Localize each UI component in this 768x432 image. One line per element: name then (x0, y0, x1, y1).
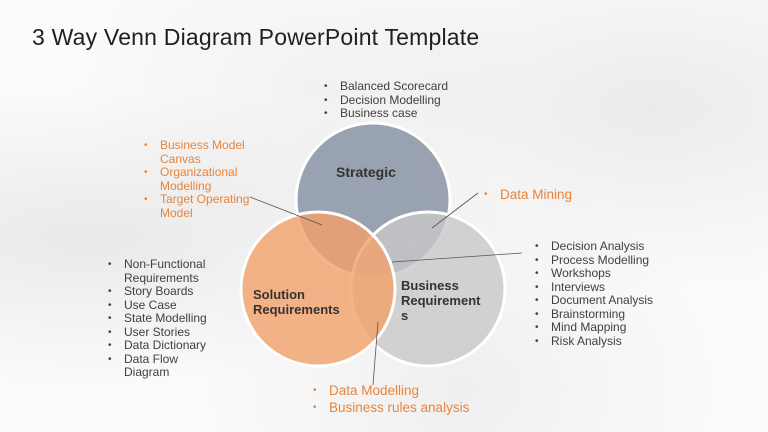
list-item: Document Analysis (533, 293, 663, 308)
strategic-business-list: Data Mining (482, 186, 572, 203)
strategic-label: Strategic (336, 164, 396, 180)
list-item: Organizational Modelling (142, 165, 262, 193)
connector-center-business (391, 252, 523, 263)
list-item: Risk Analysis (533, 334, 663, 349)
connector-strategic-solution (249, 196, 323, 226)
connector-data-mining (431, 192, 479, 229)
page-title: 3 Way Venn Diagram PowerPoint Template (32, 24, 480, 50)
list-item: User Stories (106, 325, 226, 340)
list-item: Balanced Scorecard (322, 79, 448, 94)
business-label-line-1: Business (401, 278, 459, 293)
list-item: Brainstorming (533, 307, 663, 322)
business-label-line-2: Requirement (401, 293, 481, 308)
list-item: Mind Mapping (533, 320, 663, 335)
business-list: Decision AnalysisProcess ModellingWorksh… (533, 239, 663, 349)
list-item: State Modelling (106, 311, 226, 326)
strategic-list: Balanced ScorecardDecision ModellingBusi… (322, 79, 448, 121)
list-item: Data Flow Diagram (106, 352, 226, 380)
list-item: Data Dictionary (106, 338, 226, 353)
list-item: Non-Functional Requirements (106, 257, 226, 285)
list-item: Decision Modelling (322, 93, 448, 108)
list-item: Data Modelling (311, 382, 469, 399)
solution-requirements-label: Solution Requirements (253, 287, 340, 317)
list-item: Decision Analysis (533, 239, 663, 254)
connector-solution-business (372, 321, 379, 386)
list-item: Business rules analysis (311, 399, 469, 416)
list-item: Business Model Canvas (142, 138, 262, 166)
strategic-solution-list: Business Model CanvasOrganizational Mode… (142, 138, 262, 220)
list-item: Process Modelling (533, 253, 663, 268)
list-item: Workshops (533, 266, 663, 281)
solution-business-list: Data ModellingBusiness rules analysis (311, 382, 469, 416)
list-item: Data Mining (482, 186, 572, 203)
solution-list: Non-Functional RequirementsStory BoardsU… (106, 257, 226, 380)
solution-label-line-1: Solution (253, 287, 305, 302)
solution-label-line-2: Requirements (253, 302, 340, 317)
list-item: Story Boards (106, 284, 226, 299)
list-item: Interviews (533, 280, 663, 295)
solution-requirements-circle (239, 210, 397, 368)
list-item: Business case (322, 106, 448, 121)
list-item: Use Case (106, 298, 226, 313)
list-item: Target Operating Model (142, 192, 262, 220)
business-requirements-label: Business Requirement s (401, 278, 480, 323)
business-label-line-3: s (401, 308, 409, 323)
